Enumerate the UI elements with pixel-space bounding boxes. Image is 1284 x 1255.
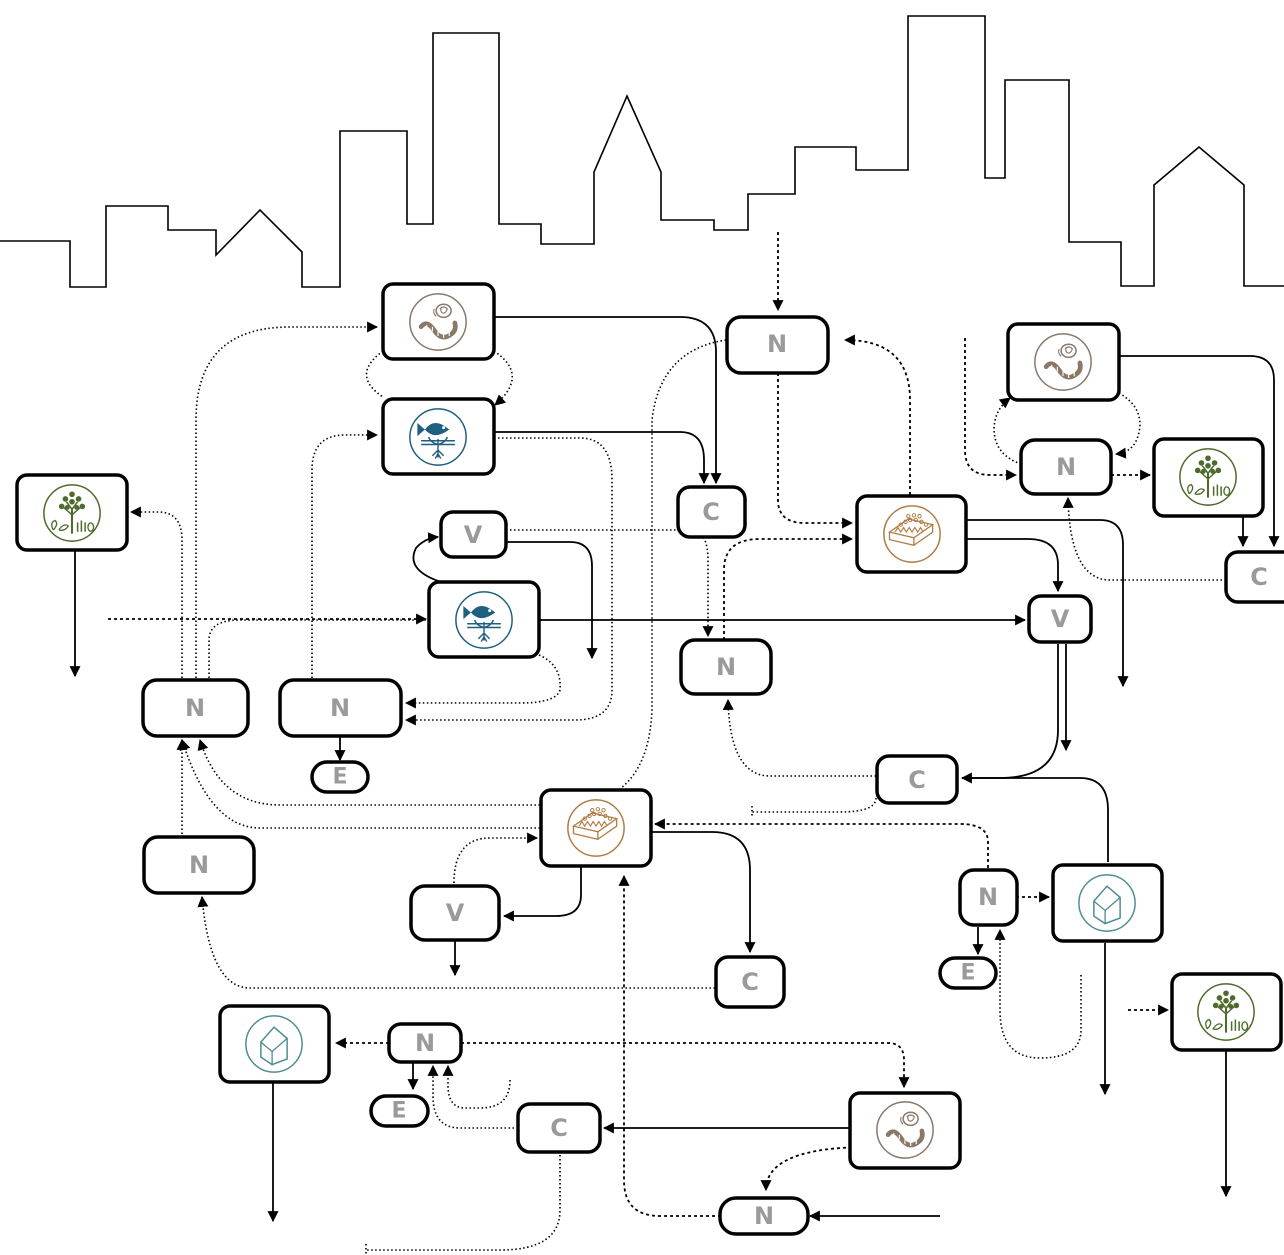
node-e-right: E: [938, 956, 998, 990]
solid-flows: [69, 316, 1280, 1223]
icon-box-worm-right: [1006, 322, 1121, 402]
node-c-lower: C: [714, 955, 786, 1009]
icon-box-house-left: [218, 1004, 331, 1084]
node-label: C: [741, 968, 759, 996]
node-label: C: [1250, 563, 1268, 591]
node-c-far-right: C: [1224, 550, 1284, 604]
node-c-top: C: [676, 485, 747, 539]
node-n-left1: N: [141, 678, 250, 738]
node-e-bottom: E: [369, 1094, 430, 1128]
icon-box-tree-right-bottom: [1170, 972, 1283, 1052]
node-n-top: N: [725, 315, 830, 375]
icon-box-tree-right-top: [1152, 437, 1265, 518]
icon-box-fish-top: [381, 397, 496, 476]
node-label: N: [185, 694, 205, 722]
node-v-upper: V: [439, 510, 508, 559]
node-label: E: [332, 765, 347, 790]
node-label: V: [1051, 605, 1070, 633]
icon-box-tree-left: [15, 473, 129, 552]
node-n-left3: N: [142, 835, 256, 895]
node-label: V: [446, 899, 465, 927]
dotted-flows: [129, 321, 1226, 1255]
node-label: E: [391, 1099, 406, 1124]
node-label: N: [330, 694, 350, 722]
node-label: V: [464, 521, 483, 549]
icon-box-worm-top: [381, 282, 496, 361]
node-n-bottom-left: N: [387, 1022, 463, 1064]
node-label: N: [767, 330, 787, 358]
node-n-center: N: [679, 638, 773, 696]
node-label: N: [415, 1029, 435, 1057]
dashed-flows: [108, 232, 1170, 1217]
node-label: N: [189, 851, 209, 879]
node-n-right-top: N: [1019, 438, 1113, 496]
node-v-right: V: [1027, 594, 1093, 644]
node-e-left: E: [310, 760, 370, 794]
node-c-bottom: C: [516, 1102, 602, 1154]
node-label: N: [716, 653, 736, 681]
icon-box-worm-bottom: [848, 1091, 962, 1170]
node-label: E: [960, 961, 975, 986]
icon-box-house-right: [1051, 863, 1164, 943]
node-label: C: [908, 766, 926, 794]
node-label: C: [702, 498, 720, 526]
icon-box-fish-center: [427, 580, 541, 659]
node-v-lower: V: [409, 884, 501, 942]
node-n-left2: N: [278, 678, 403, 738]
city-skyline: [0, 15, 1284, 288]
node-label: N: [1056, 453, 1076, 481]
icon-box-soil-top: [855, 494, 968, 574]
node-n-right-mid: N: [958, 868, 1019, 927]
node-label: N: [754, 1202, 774, 1230]
node-c-middle: C: [875, 754, 959, 805]
icon-box-soil-center: [539, 788, 653, 868]
node-label: C: [550, 1114, 568, 1142]
node-n-bottom: N: [718, 1196, 810, 1236]
node-label: N: [978, 883, 998, 911]
